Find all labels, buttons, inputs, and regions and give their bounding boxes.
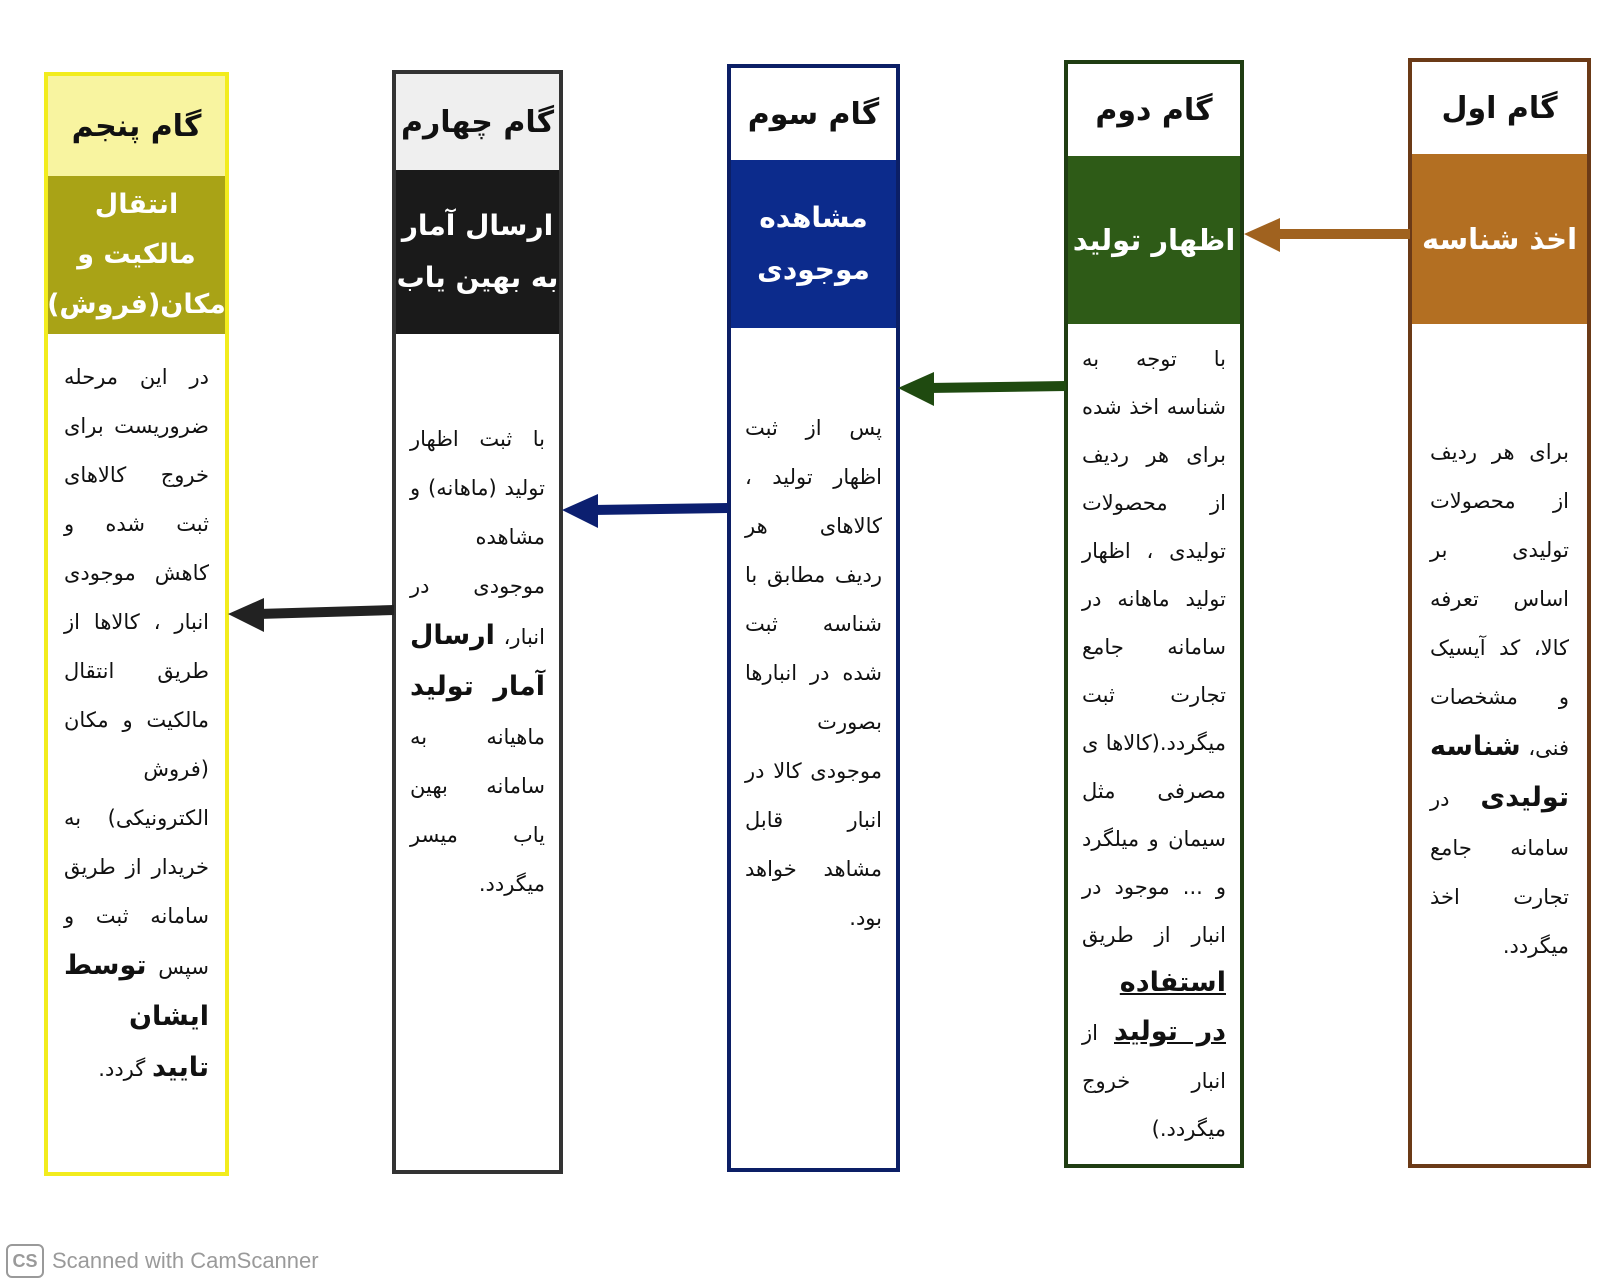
camscanner-watermark: CS Scanned with CamScanner [6,1242,319,1280]
step-4-text-end: ماهیانه به سامانه بهین یاب میسر میگردد. [410,725,545,896]
arrow-step4-to-step5 [228,598,394,632]
step-5-text: در این مرحله ضروریست برای خروج کالاهای ث… [64,364,209,979]
step-3-header: گام سوم [731,68,896,160]
step-3-body: پس از ثبت اظهار تولید ، کالاهای هر ردیف … [731,328,896,1168]
step-3-column: گام سوم مشاهده موجودی پس از ثبت اظهار تو… [727,64,900,1172]
step-1-body: برای هر ردیف از محصولات تولیدی بر اساس ت… [1412,324,1587,1164]
step-5-body: در این مرحله ضروریست برای خروج کالاهای ث… [48,334,225,1172]
step-3-title: مشاهده موجودی [731,160,896,328]
step-2-text-end: از انبار خروج میگردد.) [1082,1021,1226,1141]
step-1-text-end: در سامانه جامع تجارت اخذ میگردد. [1430,786,1569,958]
step-4-title: ارسال آمار به بهین یاب [396,170,559,334]
step-2-body: با توجه به شناسه اخذ شده برای هر ردیف از… [1068,324,1240,1164]
arrow-step2-to-step3 [898,372,1066,406]
step-3-text: پس از ثبت اظهار تولید ، کالاهای هر ردیف … [745,415,882,930]
step-2-title: اظهار تولید [1068,156,1240,324]
step-4-body: با ثبت اظهار تولید (ماهانه) و مشاهده موج… [396,334,559,1170]
step-5-header: گام پنجم [48,76,225,176]
step-4-column: گام چهارم ارسال آمار به بهین یاب با ثبت … [392,70,563,1174]
step-1-header: گام اول [1412,62,1587,154]
arrow-step3-to-step4 [562,494,728,528]
arrow-step1-to-step2 [1244,218,1410,252]
step-1-bold: شناسه تولیدی [1430,730,1569,813]
step-2-bold: استفاده در تولید [1114,967,1226,1047]
step-1-title: اخذ شناسه [1412,154,1587,324]
step-2-column: گام دوم اظهار تولید با توجه به شناسه اخذ… [1064,60,1244,1168]
step-5-title: انتقال مالکیت و مکان(فروش) [47,176,226,334]
step-5-column: گام پنجم انتقال مالکیت و مکان(فروش) در ا… [44,72,229,1176]
step-2-text: با توجه به شناسه اخذ شده برای هر ردیف از… [1082,347,1226,947]
step-4-header: گام چهارم [396,74,559,170]
camscanner-logo-icon: CS [6,1244,44,1278]
step-1-column: گام اول اخذ شناسه برای هر ردیف از محصولا… [1408,58,1591,1168]
step-1-text: برای هر ردیف از محصولات تولیدی بر اساس ت… [1430,439,1569,760]
step-5-text-end: گردد. [98,1056,146,1081]
watermark-text: Scanned with CamScanner [52,1248,319,1273]
step-5-bold: توسط ایشان تایید [64,949,209,1083]
step-2-header: گام دوم [1068,64,1240,156]
step-4-bold: ارسال آمار تولید [410,620,545,702]
step-4-text: با ثبت اظهار تولید (ماهانه) و مشاهده موج… [410,427,545,649]
